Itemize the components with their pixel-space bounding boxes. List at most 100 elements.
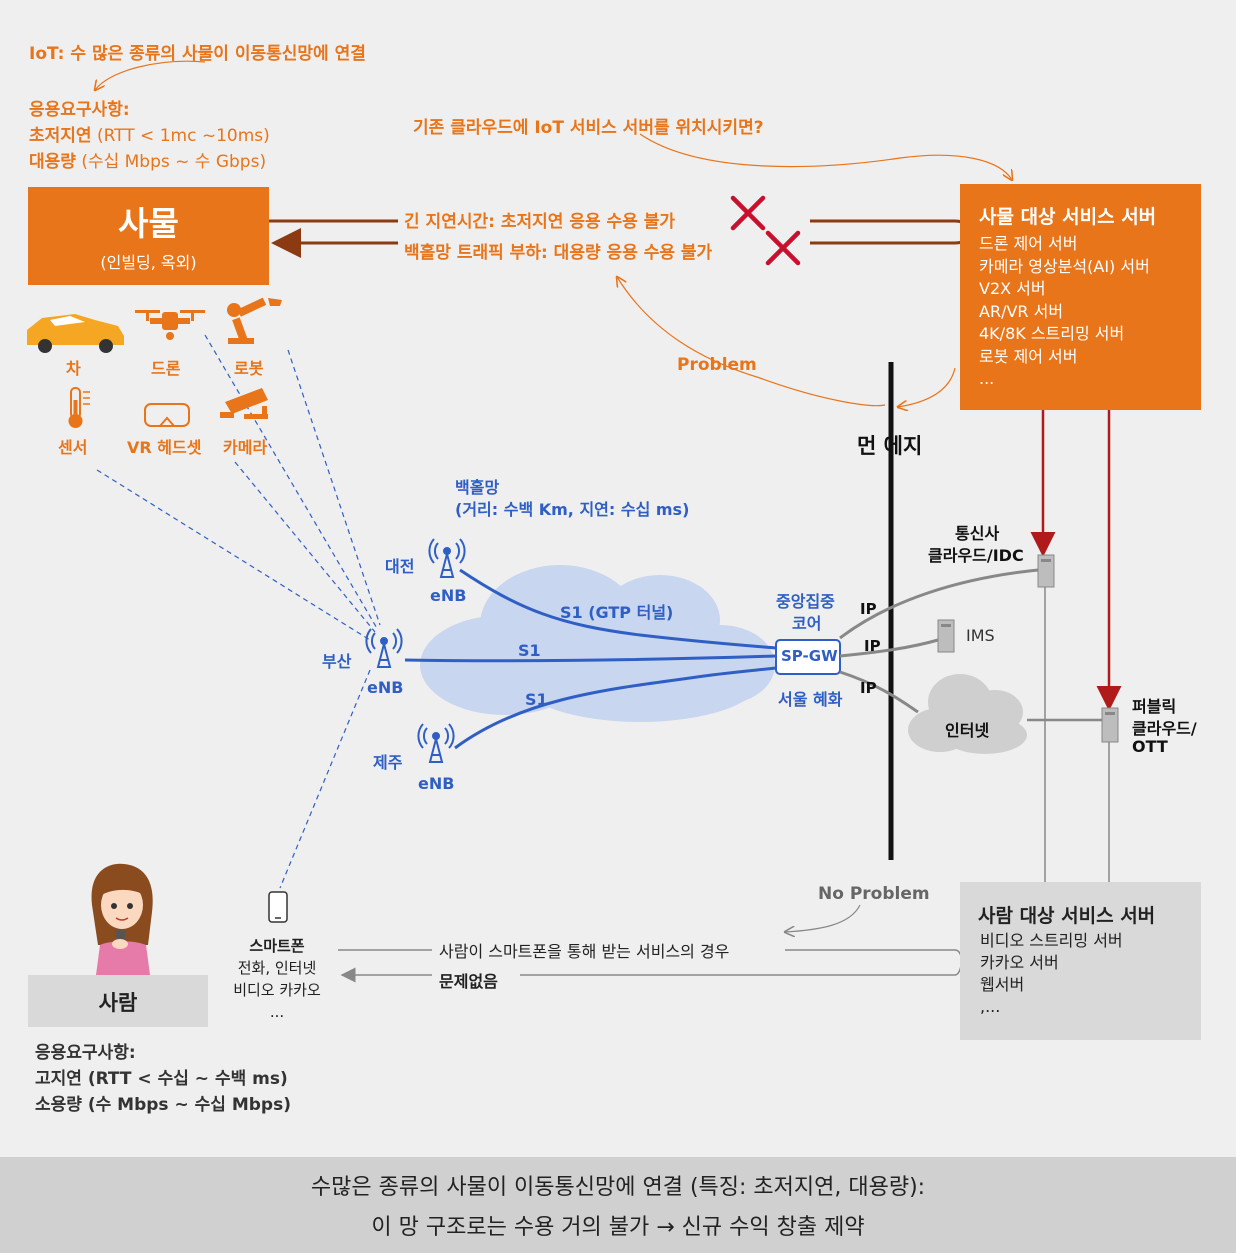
smartphone-line: 전화, 인터넷: [237, 959, 317, 977]
iot-server-item: V2X 서버: [979, 279, 1046, 298]
s1-links: [404, 568, 777, 750]
antenna-daejeon-icon: [428, 538, 466, 578]
smartphone-line: 비디오 카카오: [233, 981, 321, 999]
far-edge-label: 먼 에지: [857, 434, 923, 458]
vr-headset-icon: [144, 403, 190, 427]
cross-mark-backhaul: [765, 230, 801, 266]
ip-label-3: IP: [860, 679, 877, 697]
latency-problem: 긴 지연시간: 초저지연 응용 수용 불가: [404, 212, 675, 232]
person-icon: [91, 863, 153, 975]
vr-headset-label: VR 헤드셋: [127, 438, 202, 457]
spgw-label: SP-GW: [781, 647, 838, 665]
iot-server-item: ...: [979, 369, 995, 388]
s1-gtp-label: S1 (GTP 터널): [560, 603, 674, 622]
footer-line-1: 수많은 종류의 사물이 이동통신망에 연결 (특징: 초저지연, 대용량):: [310, 1175, 926, 1200]
public-cloud-label-2: 클라우드/: [1132, 719, 1197, 738]
enb-busan-label: eNB: [367, 678, 404, 697]
antenna-busan-icon: [365, 628, 403, 668]
smartphone-title: 스마트폰: [249, 937, 305, 955]
drone-label: 드론: [151, 359, 181, 378]
car-label: 차: [66, 359, 81, 378]
iot-server-item: 드론 제어 서버: [979, 234, 1078, 253]
problem-label: Problem: [677, 355, 757, 375]
internet-label: 인터넷: [945, 721, 990, 740]
robot-icon: [227, 297, 282, 344]
public-cloud-label-3: OTT: [1132, 737, 1168, 756]
camera-label: 카메라: [223, 438, 268, 457]
things-subtitle: (인빌딩, 옥외): [100, 253, 197, 272]
ip-links: [839, 568, 1039, 714]
busan-label: 부산: [322, 652, 352, 671]
iot-server-item: 4K/8K 스트리밍 서버: [979, 324, 1125, 343]
iot-req-capacity: 대용량 (수십 Mbps ~ 수 Gbps): [29, 147, 266, 172]
human-req-latency: 고지연 (RTT < 수십 ~ 수백 ms): [35, 1069, 288, 1089]
ims-server-icon: [937, 619, 955, 653]
iot-req-latency: 초저지연 (RTT < 1mc ~10ms): [29, 121, 270, 146]
antenna-jeju-icon: [417, 723, 455, 763]
hyehwa-label: 서울 혜화: [778, 690, 843, 709]
no-problem-arrow: [785, 904, 861, 932]
s1-label-mid: S1: [518, 641, 541, 660]
jeju-label: 제주: [373, 753, 403, 772]
iot-req-capacity-label: 대용량: [29, 152, 76, 172]
human-server-item: ,...: [980, 997, 1001, 1016]
iot-req-title: 응용요구사항:: [29, 100, 130, 120]
smartphone-icon: [268, 891, 288, 923]
iot-server-item: AR/VR 서버: [979, 301, 1064, 321]
iot-to-req-arrow: [95, 60, 206, 90]
human-req-title: 응용요구사항:: [35, 1043, 136, 1063]
human-server-item: 비디오 스트리밍 서버: [980, 931, 1123, 950]
iot-req-latency-value: (RTT < 1mc ~10ms): [91, 126, 270, 146]
telco-cloud-label-1: 통신사: [955, 524, 1000, 543]
footer-banner: 수많은 종류의 사물이 이동통신망에 연결 (특징: 초저지연, 대용량): 이…: [0, 1157, 1236, 1253]
s1-label-low: S1: [525, 690, 548, 709]
cloud-question: 기존 클라우드에 IoT 서비스 서버를 위치시키면?: [413, 118, 764, 138]
human-server-title: 사람 대상 서비스 서버: [978, 905, 1156, 927]
backhaul-detail: (거리: 수백 Km, 지연: 수십 ms): [455, 500, 690, 519]
problem-arrow-mid: [759, 377, 886, 407]
ip-label-1: IP: [860, 600, 877, 618]
things-title: 사물: [118, 204, 179, 243]
iot-headline: IoT: 수 많은 종류의 사물이 이동통신망에 연결: [29, 44, 366, 64]
sensor-label: 센서: [58, 438, 88, 457]
things-box: 사물 (인빌딩, 옥외): [28, 187, 269, 285]
iot-service-server-box: 사물 대상 서비스 서버 드론 제어 서버 카메라 영상분석(AI) 서버 V2…: [960, 184, 1201, 410]
car-icon: [27, 314, 124, 353]
wireless-links: [96, 334, 381, 889]
no-issue-label: 문제없음: [439, 972, 498, 991]
spgw-box: [775, 639, 841, 675]
telco-cloud-server-icon: [1037, 554, 1055, 588]
iot-server-title: 사물 대상 서비스 서버: [979, 206, 1157, 228]
ip-label-2: IP: [864, 637, 881, 655]
robot-label: 로봇: [234, 359, 264, 378]
human-label: 사람: [98, 991, 138, 1015]
enb-daejeon-label: eNB: [430, 586, 467, 605]
question-arrow: [639, 133, 1012, 180]
iot-req-latency-label: 초저지연: [29, 126, 92, 146]
core-label-2: 코어: [792, 614, 822, 633]
drone-icon: [135, 310, 205, 340]
core-label-1: 중앙집중: [776, 592, 835, 611]
ims-label: IMS: [966, 626, 995, 645]
internet-cloud: [908, 674, 1027, 754]
sensor-icon: [68, 387, 90, 428]
smartphone-line: ...: [269, 1003, 285, 1021]
camera-icon: [220, 388, 268, 419]
footer-line-2: 이 망 구조로는 수용 거의 불가 → 신규 수익 창출 제약: [371, 1215, 865, 1240]
public-cloud-label-1: 퍼블릭: [1132, 697, 1177, 716]
telco-cloud-label-2: 클라우드/IDC: [928, 546, 1024, 565]
human-req-capacity: 소용량 (수 Mbps ~ 수십 Mbps): [35, 1095, 291, 1115]
cross-mark-latency: [730, 195, 766, 231]
problem-arrow-right: [898, 367, 956, 407]
human-service-server-box: 사람 대상 서비스 서버 비디오 스트리밍 서버 카카오 서버 웹서버 ,...: [960, 882, 1201, 1040]
no-problem-label: No Problem: [818, 884, 930, 904]
daejeon-label: 대전: [385, 557, 415, 576]
backhaul-problem: 백홀망 트래픽 부하: 대용량 응용 수용 불가: [404, 243, 713, 263]
iot-server-item: 카메라 영상분석(AI) 서버: [979, 256, 1150, 276]
iot-req-capacity-value: (수십 Mbps ~ 수 Gbps): [75, 152, 267, 172]
human-requirements: 응용요구사항: 고지연 (RTT < 수십 ~ 수백 ms) 소용량 (수 Mb…: [35, 1040, 291, 1118]
human-server-item: 카카오 서버: [980, 953, 1059, 972]
public-cloud-server-icon: [1101, 707, 1119, 743]
iot-server-item: 로봇 제어 서버: [979, 346, 1078, 366]
human-server-item: 웹서버: [980, 975, 1025, 994]
